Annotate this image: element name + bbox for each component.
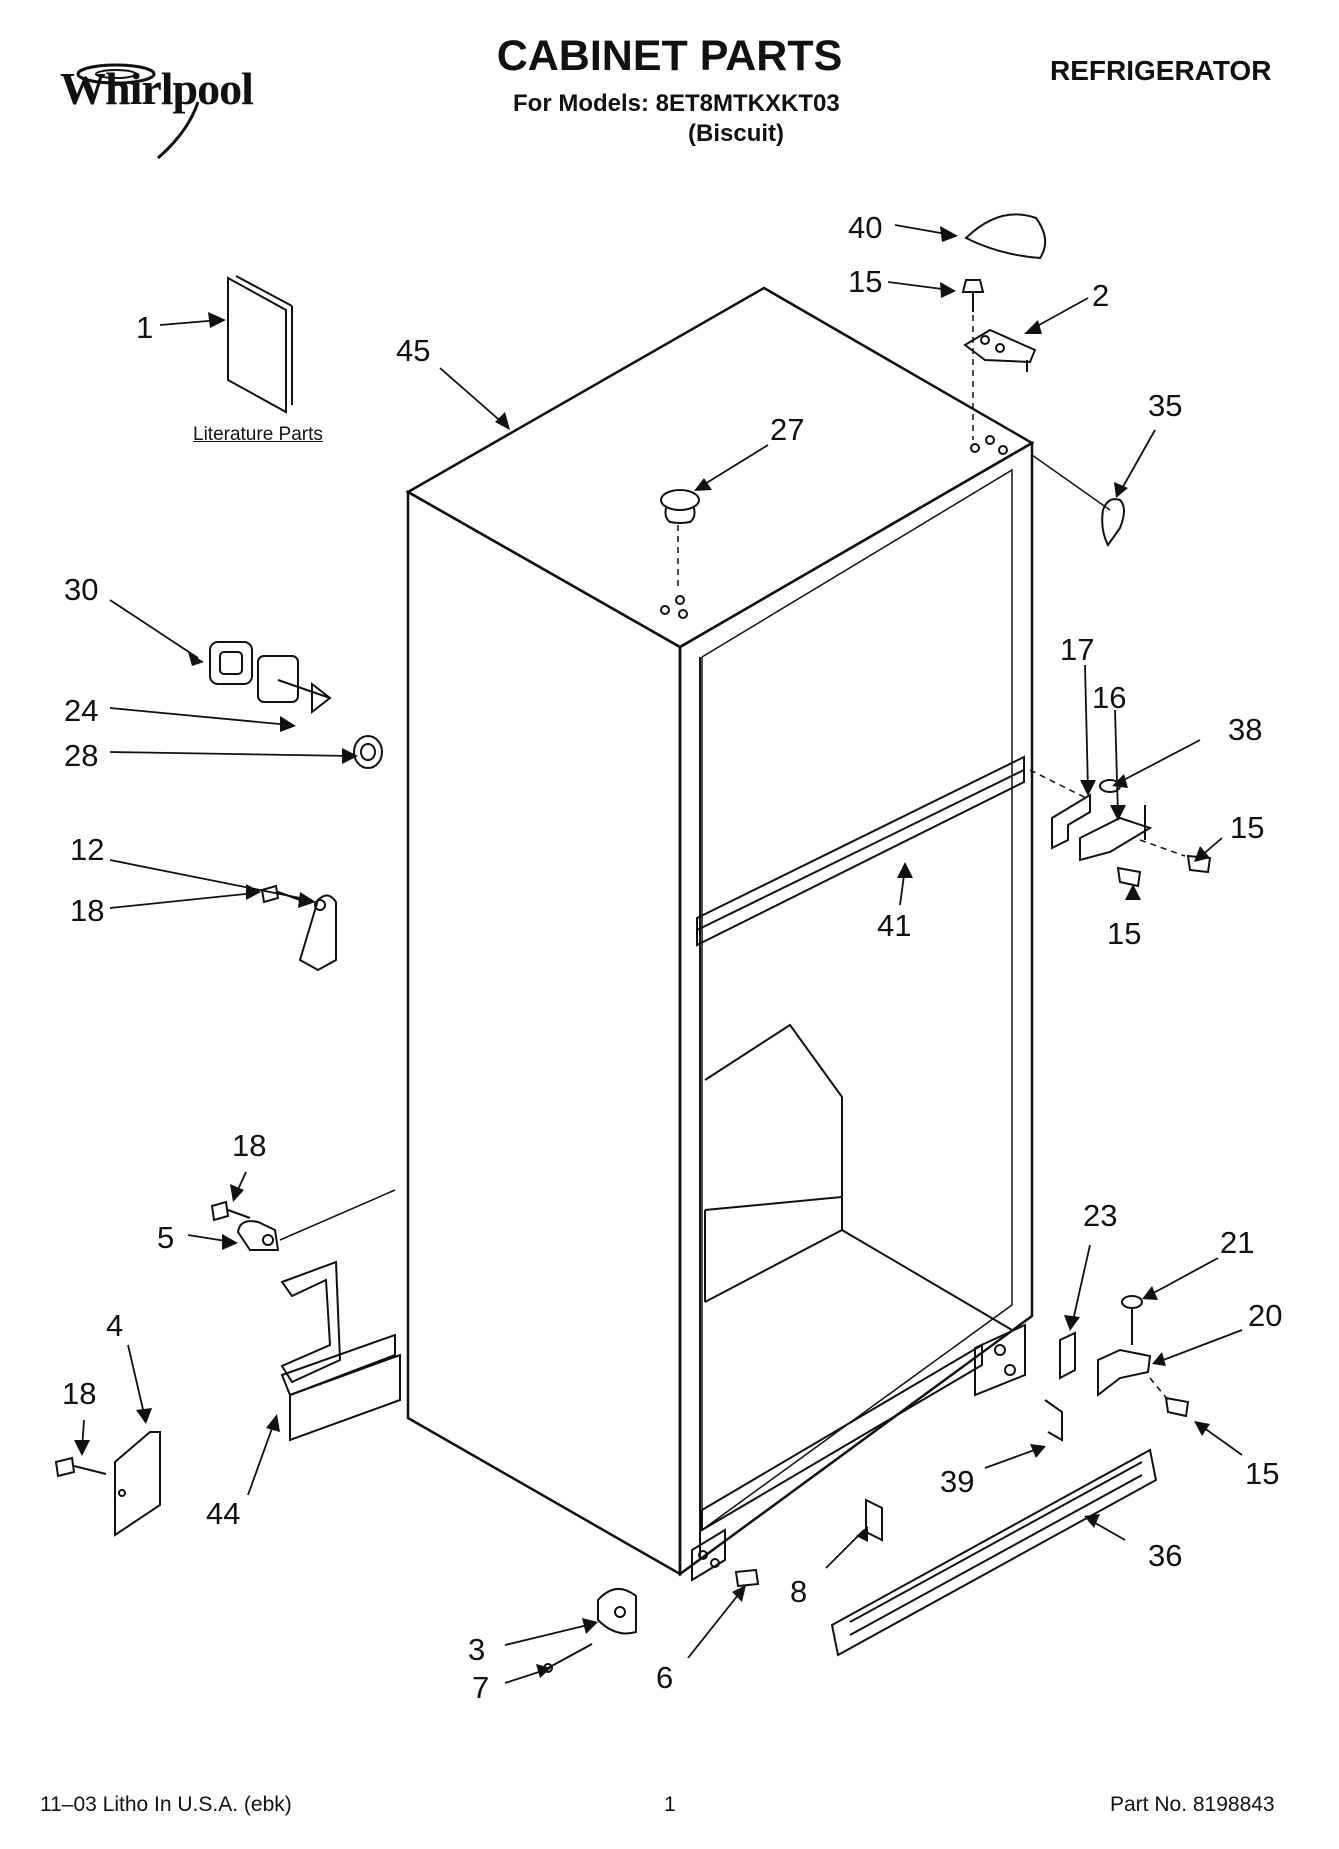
leader-arrowheads [74,226,1210,1678]
callout-21: 21 [1220,1225,1255,1260]
bottom-hinge-20 [1097,1348,1152,1398]
callout-40: 40 [848,210,883,245]
top-plug [660,489,700,524]
handle-44 [280,1260,401,1442]
literature-parts-label: Literature Parts [193,424,323,445]
color-line: (Biscuit) [688,120,784,147]
brand-logo [48,52,278,162]
callout-23: 23 [1083,1198,1118,1233]
grille-36 [830,1448,1158,1657]
callout-3: 3 [468,1632,486,1667]
top-hinge [963,328,1037,372]
callout-20: 20 [1248,1298,1283,1333]
callout-18-upper: 18 [70,893,105,928]
callout-8: 8 [790,1574,808,1609]
screw-6 [734,1568,760,1588]
top-hinge-cover [964,213,1047,260]
center-rail [696,755,1025,947]
footer-part-number: Part No. 8198843 [1110,1793,1275,1816]
door-closer-cam-3 [597,1588,637,1635]
callout-45: 45 [396,333,431,368]
screw-18-mid [210,1200,251,1222]
screw-18-lower [54,1456,107,1478]
callout-44: 44 [206,1496,241,1531]
callout-38: 38 [1228,712,1263,747]
page-title: CABINET PARTS [496,32,843,80]
callout-6: 6 [656,1660,674,1695]
bottom-hinge-bracket [974,1323,1026,1397]
footer-page-number: 1 [664,1793,676,1816]
callout-4: 4 [106,1308,124,1343]
callout-24: 24 [64,693,99,728]
model-line: For Models: 8ET8MTKXKT03 [513,90,840,117]
callout-36: 36 [1148,1538,1183,1573]
callout-28: 28 [64,738,99,773]
bottom-corner-bracket [691,1528,726,1582]
cabinet-shell [405,286,1035,1577]
door-stop-24 [257,655,332,715]
category-label: REFRIGERATOR [1050,55,1272,86]
literature-booklet [227,275,293,414]
callout-41: 41 [877,908,912,943]
door-closer-12 [298,894,337,972]
spacer-23 [1059,1331,1076,1380]
hinge-cap-35 [1101,498,1125,547]
callout-2: 2 [1092,278,1110,313]
hinge-5 [236,1220,280,1251]
callout-15-mid-right: 15 [1230,810,1265,845]
callout-1: 1 [136,310,154,345]
clip-39 [1044,1399,1063,1442]
callout-18-lower: 18 [62,1376,97,1411]
callout-15-top: 15 [848,264,883,299]
callout-30: 30 [64,572,99,607]
center-hinge-16 [1079,805,1153,862]
clip-8 [865,1498,883,1542]
callout-16: 16 [1092,680,1127,715]
hinge-cover-4 [114,1431,161,1537]
callout-39: 39 [940,1464,975,1499]
center-hinge-17 [1051,793,1091,850]
leader-lines [81,224,1243,1684]
callout-35: 35 [1148,388,1183,423]
screw-15-bottom [1164,1396,1190,1418]
brand-logo-text: Whirlpool [60,63,254,114]
top-hinge-screw [961,279,985,312]
washer-21 [1121,1295,1143,1345]
callout-15-mid-lower: 15 [1107,916,1142,951]
callout-5: 5 [157,1220,175,1255]
bushing-28 [353,735,383,769]
screw-15-lower [1116,866,1142,888]
callout-12: 12 [70,832,105,867]
pin-7 [543,1643,593,1673]
lower-rail [701,1343,983,1532]
footer-litho: 11–03 Litho In U.S.A. (ebk) [40,1793,292,1816]
handle-bezel-30 [209,641,253,685]
callout-15-bottom: 15 [1245,1456,1280,1491]
callout-7: 7 [472,1670,490,1705]
callout-17: 17 [1060,632,1095,667]
callout-27: 27 [770,412,805,447]
whirlpool-swirl-icon [76,63,200,160]
callout-18-mid: 18 [232,1128,267,1163]
